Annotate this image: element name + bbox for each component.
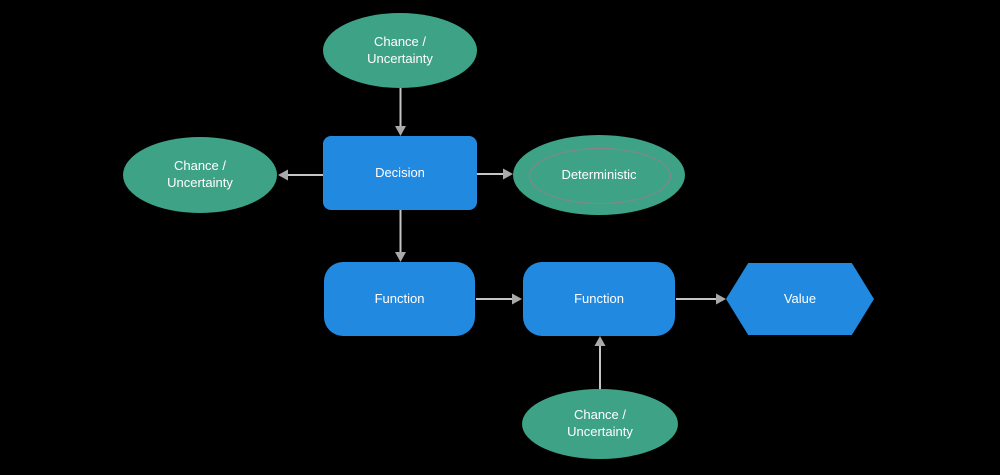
node-chance-uncertainty-top[interactable]: Chance / Uncertainty: [323, 13, 477, 88]
node-label: Chance / Uncertainty: [567, 407, 633, 439]
arrow-decision-to-function-left: [395, 210, 406, 262]
node-label: Deterministic: [561, 166, 637, 182]
arrow-chance-top-to-decision: [395, 88, 406, 136]
node-label: Decision: [375, 164, 425, 180]
node-function-left[interactable]: Function: [324, 262, 475, 336]
node-decision[interactable]: Decision: [323, 136, 477, 210]
arrow-decision-to-chance-left: [278, 169, 323, 181]
node-chance-uncertainty-left[interactable]: Chance / Uncertainty: [123, 137, 277, 213]
node-label: Chance / Uncertainty: [367, 33, 433, 66]
node-label: Function: [574, 290, 624, 306]
node-value[interactable]: Value: [726, 263, 874, 335]
node-deterministic[interactable]: Deterministic: [513, 135, 685, 215]
node-label: Function: [374, 290, 425, 306]
node-chance-uncertainty-bottom[interactable]: Chance / Uncertainty: [522, 389, 678, 459]
arrow-function-mid-to-value: [676, 293, 726, 305]
node-label: Chance / Uncertainty: [167, 158, 233, 190]
node-function-mid[interactable]: Function: [523, 262, 675, 336]
arrow-decision-to-deterministic: [477, 168, 513, 180]
arrow-chance-bottom-to-function-mid: [594, 336, 606, 389]
node-label: Value: [783, 290, 817, 306]
arrow-function-left-to-function-mid: [476, 293, 522, 305]
